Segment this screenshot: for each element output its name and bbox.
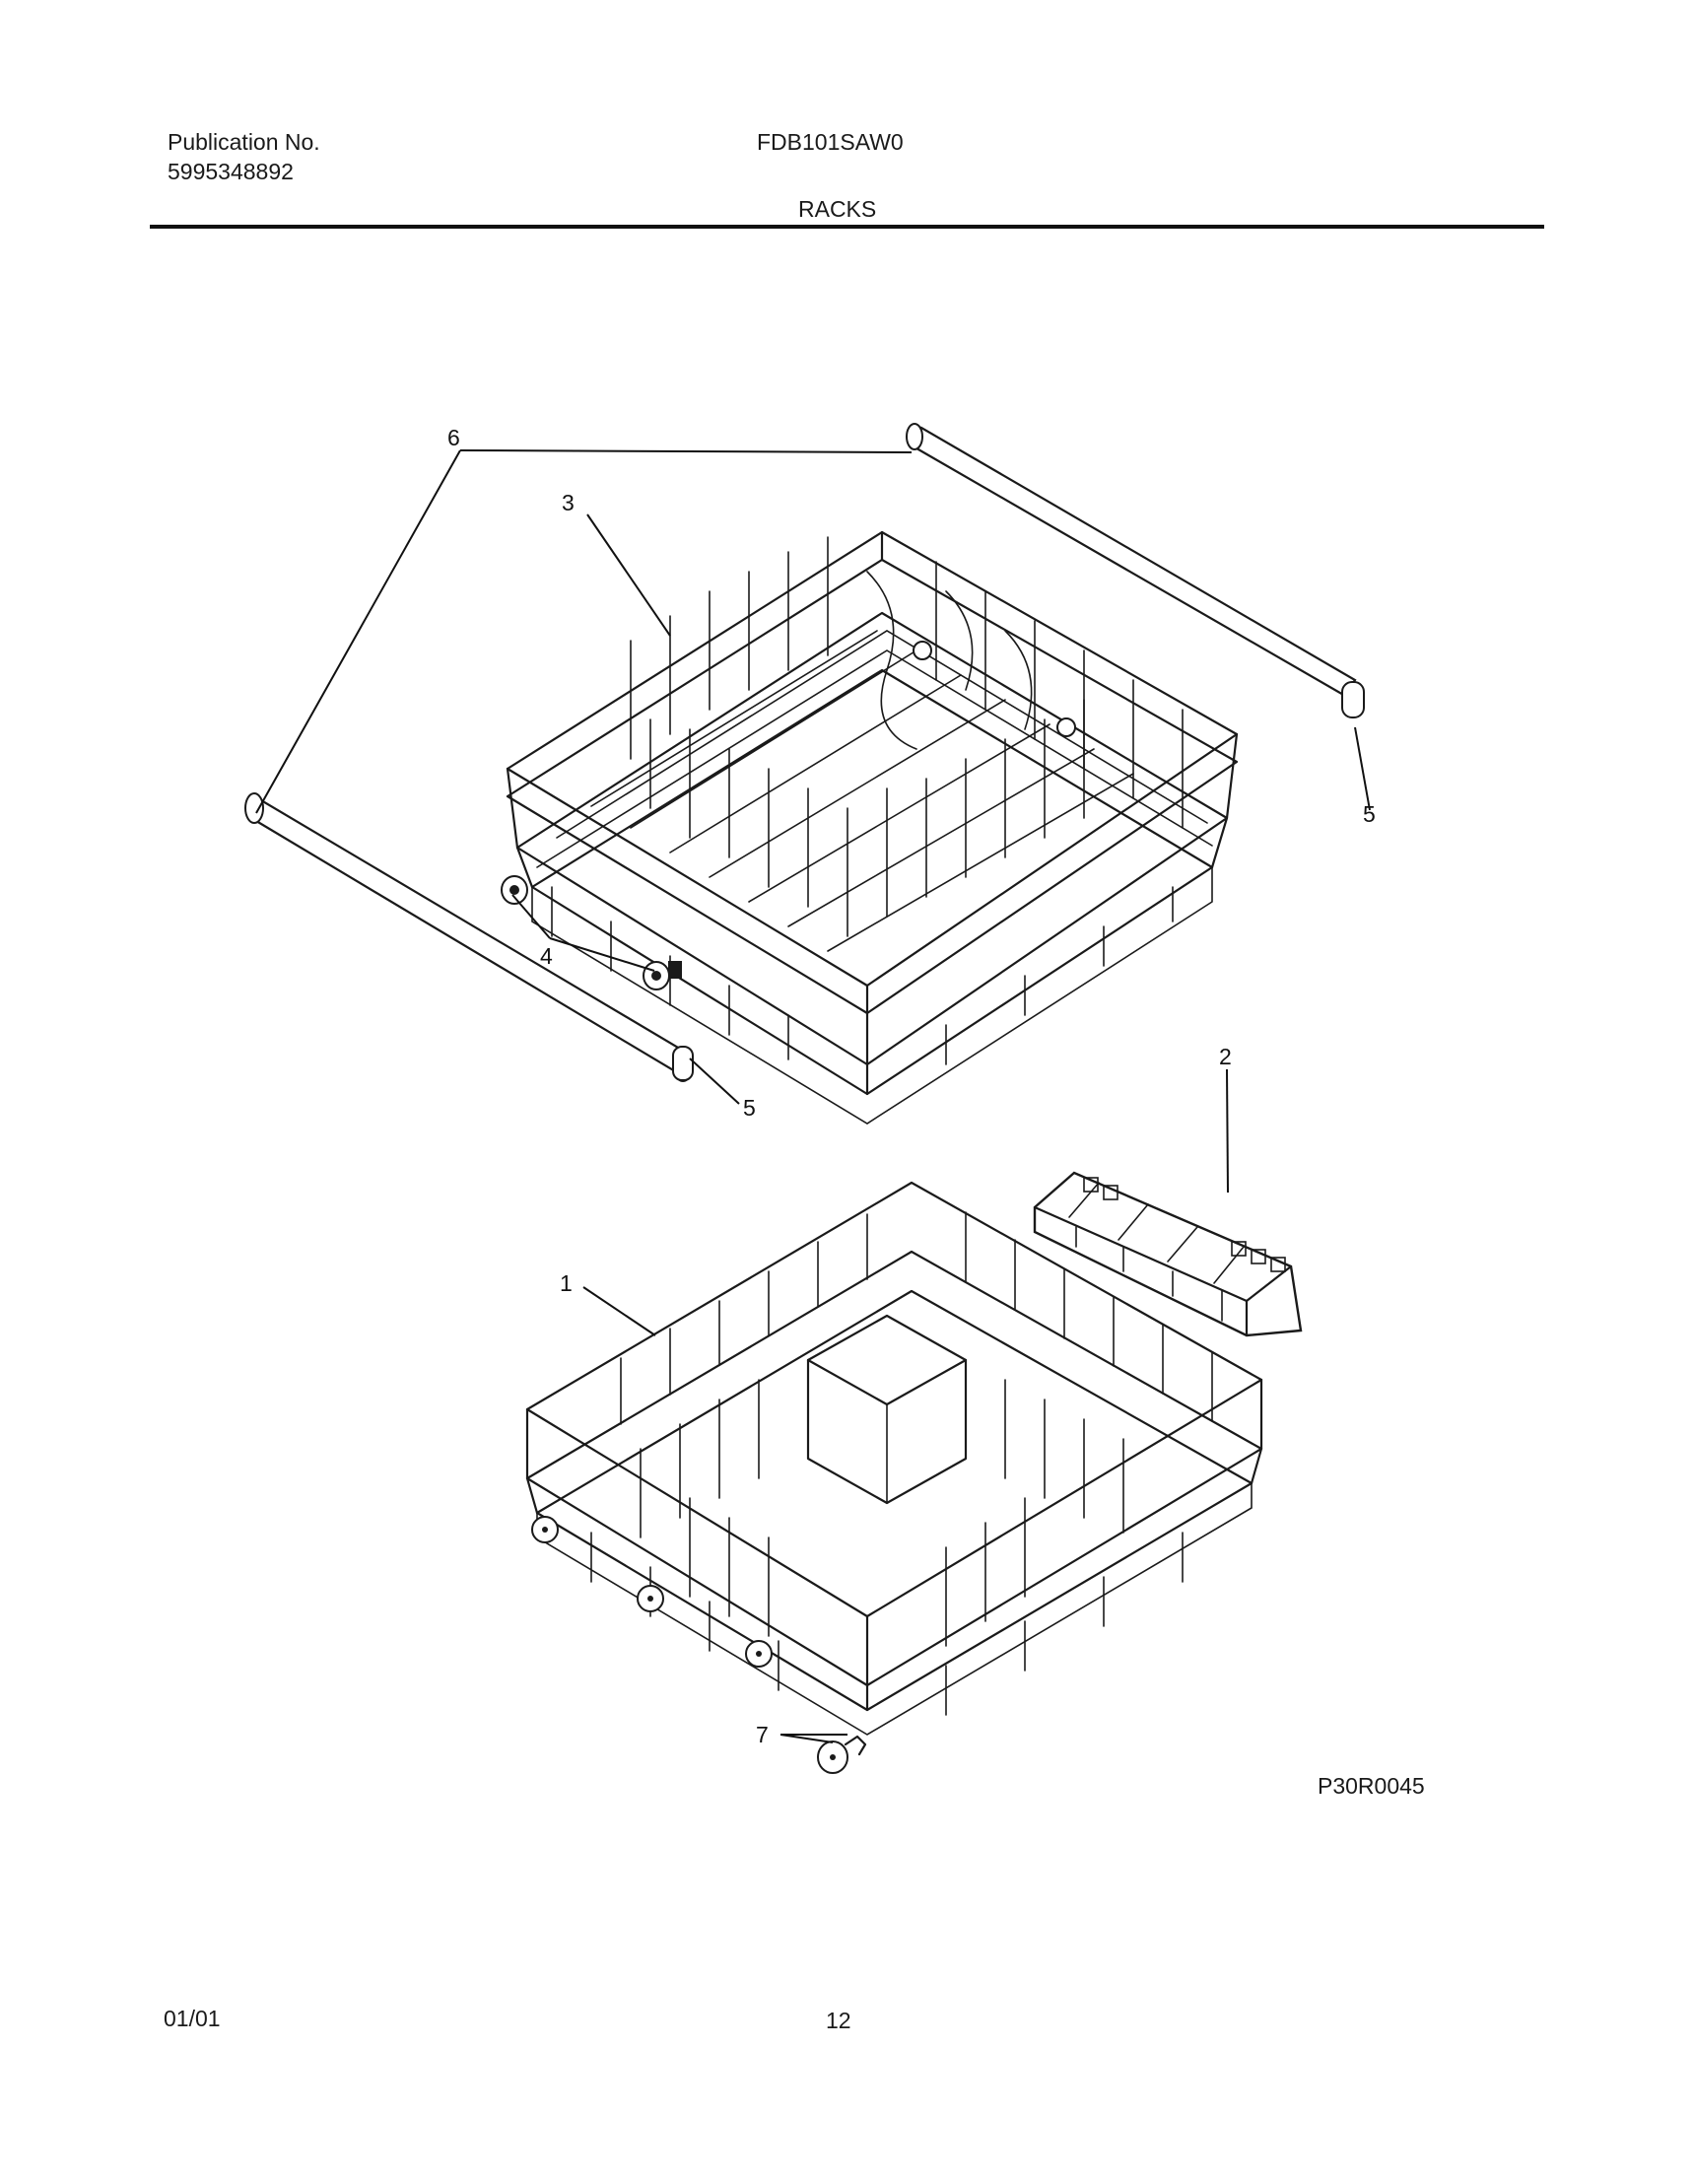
lower-rack-wheel-axle (817, 1735, 867, 1774)
page-number: 12 (826, 2008, 851, 2033)
publication-number: 5995348892 (168, 159, 294, 184)
callout-5-left: 5 (743, 1095, 756, 1121)
right-rail-end-cap (1341, 681, 1365, 718)
callout-2: 2 (1219, 1044, 1232, 1069)
left-rail-end-cap (672, 1046, 694, 1081)
model-number: FDB101SAW0 (757, 129, 904, 155)
callout-4: 4 (540, 943, 553, 969)
callout-labels: 6 3 4 5 5 2 1 7 (447, 425, 1376, 1747)
left-rack-rail (244, 792, 693, 1082)
header-rule (150, 225, 1544, 229)
figure-code: P30R0045 (1318, 1773, 1425, 1799)
leader-lines (255, 449, 1371, 1743)
right-rack-rail (906, 423, 1357, 698)
callout-5-right: 5 (1363, 801, 1376, 827)
callout-1: 1 (560, 1270, 573, 1296)
section-title: RACKS (798, 196, 877, 222)
callout-3: 3 (562, 490, 575, 515)
upper-rack (506, 530, 1239, 1125)
silverware-basket (1033, 1171, 1303, 1337)
footer-date: 01/01 (164, 2006, 221, 2031)
callout-6: 6 (447, 425, 460, 450)
lower-rack (525, 1181, 1263, 1736)
callout-7: 7 (756, 1722, 769, 1747)
publication-label: Publication No. (168, 129, 320, 155)
